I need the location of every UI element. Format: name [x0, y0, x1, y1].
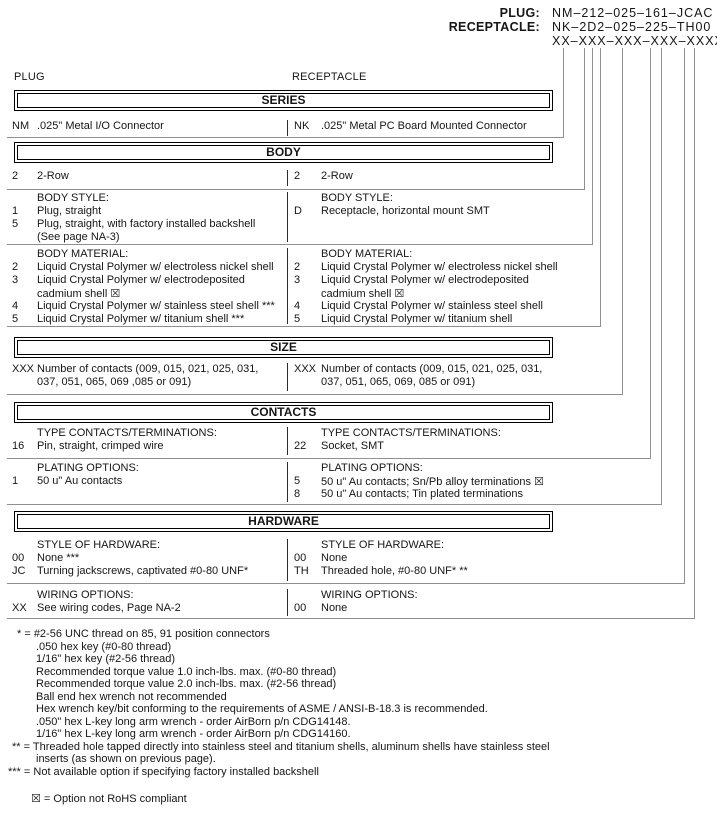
subsection-heading: WIRING OPTIONS:	[321, 589, 418, 601]
option-text: 2-Row	[321, 170, 353, 182]
option-row: NK .025" Metal PC Board Mounted Connecto…	[288, 120, 708, 133]
receptacle-column-label: RECEPTACLE	[292, 71, 367, 83]
footnote-line: inserts (as shown on previous page).	[36, 753, 216, 765]
footnote-line: Hex wrench key/bit conforming to the req…	[36, 703, 488, 715]
option-code: NM	[12, 120, 30, 132]
option-row: 2 2-Row	[288, 170, 708, 183]
plug-part-number-value: NM–212–025–161–JCAC	[552, 6, 714, 20]
rohs-legend: ☒ = Option not RoHS compliant	[31, 793, 187, 805]
size-title: SIZE	[17, 340, 550, 355]
footnote-line: Recommended torque value 2.0 inch-lbs. m…	[36, 678, 337, 690]
footnote-line: .050 hex key (#0-80 thread)	[36, 640, 172, 653]
subsection-heading: STYLE OF HARDWARE:	[321, 539, 445, 551]
part-number-pattern: XX–XXX–XXX–XXX–XXXX	[552, 34, 717, 48]
option-text: 2-Row	[37, 170, 69, 182]
series-header: SERIES	[14, 90, 553, 111]
footnote-line: 1/16" hex key (#2-56 thread)	[36, 653, 176, 665]
body-header: BODY	[14, 142, 553, 163]
footnote-star: * = #2-56 UNC thread on 85, 91 position …	[17, 628, 270, 640]
subsection-heading: BODY STYLE:	[37, 192, 109, 204]
option-row: (See page NA-3)	[37, 231, 120, 243]
hardware-header: HARDWARE	[14, 511, 553, 532]
footnote-dstar: ** = Threaded hole tapped directly into …	[12, 740, 550, 753]
contacts-header: CONTACTS	[14, 402, 553, 423]
option-row: 2 2-Row	[0, 170, 287, 183]
series-section: NM .025" Metal I/O Connector NK .025" Me…	[0, 120, 717, 136]
footnote-line: Recommended torque value 1.0 inch-lbs. m…	[36, 665, 337, 678]
receptacle-part-number-label: RECEPTACLE:	[448, 20, 540, 34]
subsection-heading: TYPE CONTACTS/TERMINATIONS:	[321, 427, 501, 439]
subsection-heading: PLATING OPTIONS:	[37, 462, 139, 474]
hardware-title: HARDWARE	[17, 514, 550, 529]
footnote-line: 1/16" hex L-key long arm wrench - order …	[36, 728, 351, 740]
series-title: SERIES	[17, 93, 550, 108]
option-code: 2	[294, 170, 301, 182]
body-row-section: 2 2-Row 2 2-Row	[0, 170, 717, 186]
option-text: .025" Metal I/O Connector	[37, 120, 164, 132]
subsection-heading: BODY STYLE:	[321, 192, 393, 204]
option-text: .025" Metal PC Board Mounted Connector	[321, 120, 527, 132]
subsection-heading: STYLE OF HARDWARE:	[37, 539, 161, 551]
subsection-heading: PLATING OPTIONS:	[321, 462, 423, 474]
contacts-title: CONTACTS	[17, 405, 550, 420]
subsection-heading: WIRING OPTIONS:	[37, 589, 134, 601]
subsection-heading: TYPE CONTACTS/TERMINATIONS:	[37, 427, 217, 439]
subsection-heading: BODY MATERIAL:	[37, 248, 129, 260]
body-title: BODY	[17, 145, 550, 160]
plug-column-label: PLUG	[14, 71, 45, 83]
option-code: NK	[294, 120, 310, 132]
option-row: cadmium shell ☒	[37, 288, 121, 300]
receptacle-part-number-value: NK–2D2–025–225–TH00	[552, 20, 712, 34]
option-row: NM .025" Metal I/O Connector	[0, 120, 287, 133]
connector-line-body-row	[7, 48, 585, 190]
plug-part-number-label: PLUG:	[499, 6, 540, 20]
option-code: 2	[12, 170, 19, 182]
size-header: SIZE	[14, 337, 553, 358]
option-row: 037, 051, 065, 069, 085 or 091)	[321, 376, 476, 388]
option-row: cadmium shell ☒	[321, 288, 405, 300]
footnote-line: .050" hex L-key long arm wrench - order …	[36, 715, 351, 728]
option-row: 037, 051, 065, 069 ,085 or 091)	[37, 376, 192, 388]
subsection-heading: BODY MATERIAL:	[321, 248, 413, 260]
footnote-tstar: *** = Not available option if specifying…	[8, 765, 319, 778]
footnote-line: Ball end hex wrench not recommended	[36, 690, 227, 703]
